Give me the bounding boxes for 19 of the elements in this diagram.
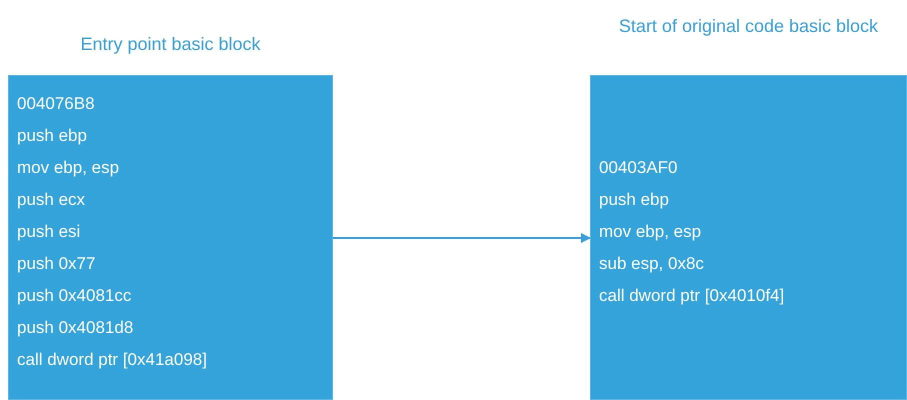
code-line: push 0x77 bbox=[17, 253, 96, 275]
code-block bbox=[8, 75, 333, 400]
arrow bbox=[333, 233, 591, 243]
code-line: sub esp, 0x8c bbox=[599, 253, 705, 275]
code-line: push 0x4081cc bbox=[17, 285, 132, 307]
code-line: push ecx bbox=[17, 189, 86, 211]
code-line: push ebp bbox=[599, 189, 670, 211]
code-line: mov ebp, esp bbox=[17, 157, 120, 179]
code-line: push esi bbox=[17, 221, 82, 243]
block-title: Start of original code basic block bbox=[618, 15, 880, 38]
code-line: call dword ptr [0x41a098] bbox=[17, 349, 208, 371]
block-title: Entry point basic block bbox=[79, 33, 262, 56]
code-line: 00403AF0 bbox=[599, 157, 678, 179]
code-line: push ebp bbox=[17, 125, 88, 147]
code-line: mov ebp, esp bbox=[599, 221, 702, 243]
code-line: call dword ptr [0x4010f4] bbox=[599, 285, 786, 307]
code-line: 004076B8 bbox=[17, 93, 96, 115]
code-block bbox=[590, 75, 907, 400]
code-line: push 0x4081d8 bbox=[17, 317, 134, 339]
